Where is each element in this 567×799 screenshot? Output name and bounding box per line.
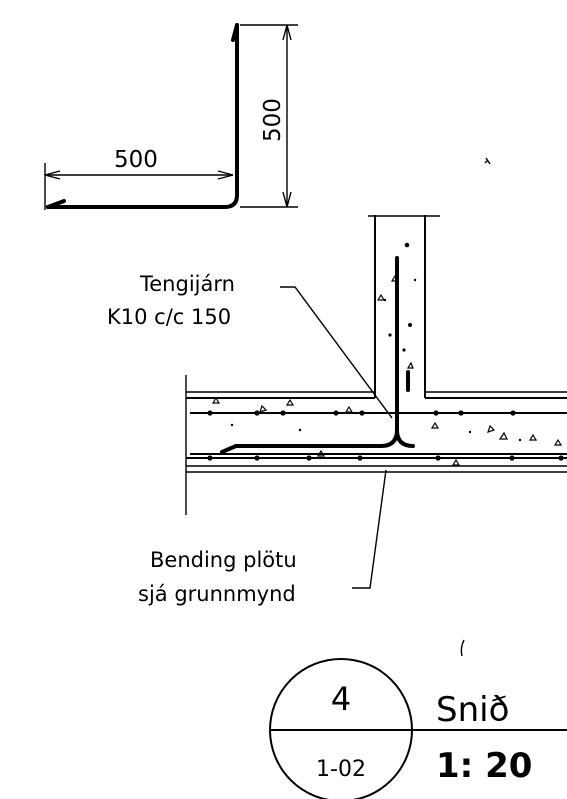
stray-mark-2	[460, 639, 465, 657]
concrete-aggregate-triangles	[211, 274, 563, 466]
connector-rebar-hook	[220, 444, 238, 454]
connector-label-line2: K10 c/c 150	[107, 305, 231, 329]
rebar-hook-left	[46, 199, 66, 209]
connector-leader-line	[280, 286, 393, 419]
connector-rebar-branch	[395, 428, 415, 448]
connector-label-line1: Tengijárn	[139, 272, 235, 296]
sheet-number: 1-02	[316, 757, 366, 782]
connector-rebar	[234, 256, 399, 448]
rebar-hook-top	[231, 23, 239, 42]
bending-leader-line	[352, 469, 387, 589]
bending-label-line2: sjá grunnmynd	[138, 582, 296, 606]
dimension-arrow-bottom	[282, 191, 292, 208]
concrete-aggregate-dots	[207, 242, 564, 461]
dimension-arrow-right	[217, 170, 234, 180]
rebar-bend-detail: 500 500	[44, 23, 298, 210]
horizontal-dimension-text: 500	[114, 147, 158, 173]
bending-label-line1: Bending plötu	[150, 548, 297, 572]
vertical-dimension-text: 500	[260, 98, 286, 142]
dimension-arrow-left	[44, 170, 61, 180]
wall-slab-section	[185, 215, 567, 589]
detail-number: 4	[331, 680, 351, 718]
dimension-arrow-top	[282, 24, 292, 41]
l-shaped-rebar	[46, 23, 239, 209]
section-title: Snið	[436, 690, 509, 730]
section-title-block: 4 1-02 Snið 1: 20	[269, 658, 567, 799]
section-scale: 1: 20	[436, 746, 532, 786]
stray-mark	[484, 157, 491, 165]
